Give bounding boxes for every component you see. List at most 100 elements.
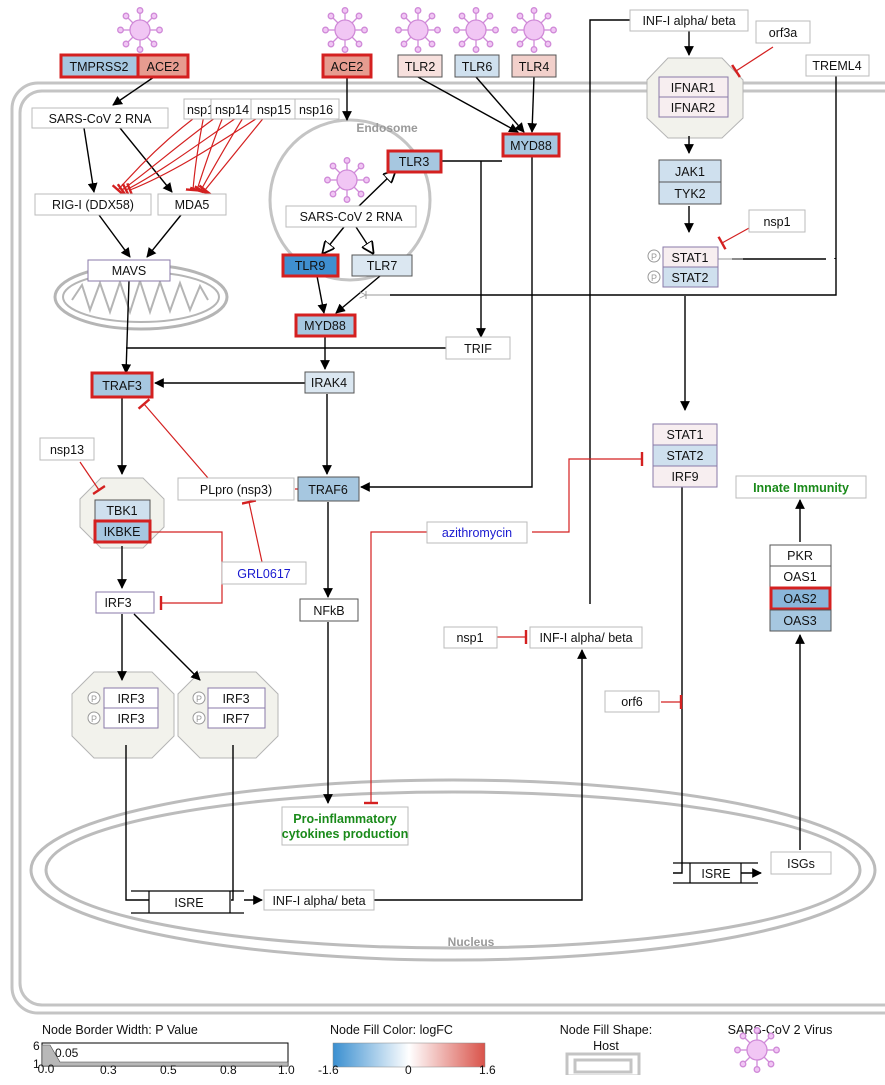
svg-text:nsp16: nsp16 — [299, 103, 333, 117]
traf6-node[interactable]: TRAF6 — [297, 476, 360, 502]
nsp13-node[interactable]: nsp13 — [39, 437, 95, 461]
orf6-node[interactable]: orf6 — [604, 690, 660, 713]
svg-text:OAS1: OAS1 — [783, 570, 816, 584]
tick-label: -1.6 — [318, 1063, 339, 1077]
ace2-node[interactable]: ACE2 — [321, 53, 373, 79]
svg-text:nsp13: nsp13 — [50, 443, 84, 457]
orf3a-node[interactable]: orf3a — [755, 20, 811, 44]
svg-text:TRAF3: TRAF3 — [102, 379, 142, 393]
svg-text:IRAK4: IRAK4 — [311, 376, 347, 390]
infi-top-node[interactable]: INF-I alpha/ beta — [629, 9, 749, 32]
myd88-node[interactable]: MYD88 — [294, 313, 357, 338]
svg-text:nsp15: nsp15 — [257, 103, 291, 117]
jak1-node[interactable]: JAK1 — [658, 159, 722, 183]
svg-text:TBK1: TBK1 — [106, 504, 137, 518]
nsp14-node[interactable]: nsp14 — [210, 98, 252, 120]
oas1-node[interactable]: OAS1 — [769, 565, 832, 588]
isre-right: ISRE — [673, 862, 758, 884]
svg-text:ISRE: ISRE — [701, 867, 730, 881]
trif-node[interactable]: TRIF — [445, 336, 511, 360]
svg-text:orf6: orf6 — [621, 695, 643, 709]
mavs-node[interactable]: MAVS — [87, 259, 171, 282]
svg-text:JAK1: JAK1 — [675, 165, 705, 179]
sars-rna-endosome-node[interactable]: SARS-CoV 2 RNA — [285, 205, 417, 228]
tlr4-node[interactable]: TLR4 — [511, 54, 557, 78]
tbk1-node[interactable]: TBK1 — [94, 499, 151, 521]
tick-label: 0.5 — [160, 1063, 177, 1077]
nsp16-node[interactable]: nsp16 — [294, 98, 340, 120]
infi-nucleus-node[interactable]: INF-I alpha/ beta — [263, 889, 375, 911]
virus-icon — [322, 7, 368, 53]
oas3-node[interactable]: OAS3 — [769, 609, 832, 632]
svg-text:SARS-CoV 2 RNA: SARS-CoV 2 RNA — [49, 112, 152, 126]
nsp1-node[interactable]: nsp1 — [443, 626, 498, 649]
irak4-node[interactable]: IRAK4 — [304, 371, 355, 394]
tmprss2-node[interactable]: TMPRSS2 — [59, 53, 140, 79]
stat2-node[interactable]: STAT2 — [652, 444, 718, 467]
svg-text:Innate Immunity: Innate Immunity — [753, 481, 849, 495]
irf3-node[interactable]: IRF3 — [95, 591, 155, 614]
proinflammatory-node[interactable]: Pro-inflammatory cytokines production — [281, 806, 409, 846]
svg-text:Pro-inflammatory: Pro-inflammatory — [293, 812, 397, 826]
stat1-node[interactable]: STAT1 — [662, 246, 719, 268]
svg-text:TLR6: TLR6 — [462, 60, 493, 74]
tlr9-node[interactable]: TLR9 — [281, 253, 340, 278]
tyk2-node[interactable]: TYK2 — [658, 181, 722, 205]
pkr-node[interactable]: PKR — [769, 544, 832, 567]
tlr2-node[interactable]: TLR2 — [397, 54, 443, 78]
svg-text:MAVS: MAVS — [112, 264, 147, 278]
svg-text:nsp14: nsp14 — [215, 103, 249, 117]
irf3-complex-node[interactable]: IRF3 — [103, 707, 159, 729]
cell-membrane-inner — [18, 89, 885, 1007]
svg-text:TMPRSS2: TMPRSS2 — [69, 60, 128, 74]
grl0617-drug[interactable]: GRL0617 — [221, 561, 307, 585]
svg-text:SARS-CoV 2 Virus: SARS-CoV 2 Virus — [728, 1023, 833, 1037]
svg-text:IRF7: IRF7 — [222, 712, 249, 726]
azithromycin-drug[interactable]: azithromycin — [426, 521, 528, 544]
svg-text:TRAF6: TRAF6 — [308, 483, 348, 497]
irf9-node[interactable]: IRF9 — [652, 465, 718, 488]
svg-text:ACE2: ACE2 — [147, 60, 180, 74]
phospho-icon — [647, 270, 661, 284]
mda5-node[interactable]: MDA5 — [157, 193, 227, 216]
stat2-node[interactable]: STAT2 — [662, 266, 719, 288]
ace2-node[interactable]: ACE2 — [136, 53, 190, 79]
phospho-icon — [192, 691, 206, 705]
oas2-node[interactable]: OAS2 — [769, 586, 832, 611]
rigi-node[interactable]: RIG-I (DDX58) — [34, 193, 152, 216]
isgs-node[interactable]: ISGs — [770, 851, 832, 875]
legend-virus: SARS-CoV 2 Virus — [728, 1023, 833, 1073]
svg-text:GRL0617: GRL0617 — [237, 567, 291, 581]
ifnar2-node[interactable]: IFNAR2 — [658, 96, 729, 118]
sars-rna-node[interactable]: SARS-CoV 2 RNA — [31, 107, 169, 129]
nsp1-node[interactable]: nsp1 — [748, 209, 806, 233]
tick-label: 0.8 — [220, 1063, 237, 1077]
nfkb-node[interactable]: NFkB — [299, 598, 359, 622]
legend-fill-color: Node Fill Color: logFC — [330, 1023, 486, 1068]
infi-mid-node[interactable]: INF-I alpha/ beta — [529, 626, 643, 649]
tlr6-node[interactable]: TLR6 — [454, 54, 500, 78]
treml4-node[interactable]: TREML4 — [805, 54, 870, 77]
ikbke-node[interactable]: IKBKE — [93, 519, 152, 544]
plpro-node[interactable]: PLpro (nsp3) — [177, 477, 295, 501]
tlr3-node[interactable]: TLR3 — [386, 149, 443, 174]
irf3-complex-node[interactable]: IRF3 — [103, 687, 159, 709]
stat1-node[interactable]: STAT1 — [652, 423, 718, 446]
nucleus-outer — [29, 778, 877, 962]
svg-text:INF-I alpha/ beta: INF-I alpha/ beta — [642, 14, 735, 28]
ifnar1-node[interactable]: IFNAR1 — [658, 76, 729, 98]
svg-text:IFNAR2: IFNAR2 — [671, 101, 716, 115]
traf3-node[interactable]: TRAF3 — [90, 371, 154, 399]
irf7-node[interactable]: IRF7 — [207, 707, 266, 729]
svg-text:STAT2: STAT2 — [666, 449, 703, 463]
tick-label: 1.0 — [278, 1063, 295, 1077]
tlr7-node[interactable]: TLR7 — [351, 254, 413, 277]
svg-text:PKR: PKR — [787, 549, 813, 563]
irf3-complex-node[interactable]: IRF3 — [207, 687, 266, 709]
myd88-node[interactable]: MYD88 — [501, 132, 561, 158]
svg-text:OAS3: OAS3 — [783, 614, 816, 628]
svg-text:OAS2: OAS2 — [783, 592, 816, 606]
innate-immunity-node[interactable]: Innate Immunity — [735, 475, 867, 499]
nsp15-node[interactable]: nsp15 — [250, 98, 296, 120]
